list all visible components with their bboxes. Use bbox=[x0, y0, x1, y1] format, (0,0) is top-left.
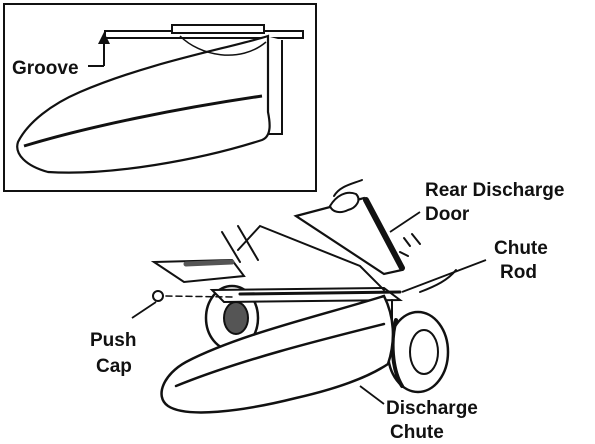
mower-illustration bbox=[150, 179, 457, 414]
mower-hand-arm bbox=[333, 179, 363, 197]
mower-wheel-left-hub bbox=[223, 301, 249, 335]
inset-detail bbox=[3, 3, 317, 192]
inset-chute-body bbox=[16, 34, 271, 174]
rear-discharge-door-label-line2: Door bbox=[425, 204, 470, 225]
push-cap-leader bbox=[131, 301, 157, 319]
mower-chute-lip bbox=[174, 322, 386, 388]
mower-rear-door-edge bbox=[363, 197, 405, 271]
groove-arrow-head bbox=[98, 32, 110, 44]
mower-chute-rod bbox=[238, 290, 402, 296]
chute-rod-leader bbox=[401, 259, 487, 293]
push-cap-part bbox=[152, 290, 164, 302]
rear-discharge-door-label-line1: Rear Discharge bbox=[425, 180, 564, 201]
groove-label: Groove bbox=[12, 58, 79, 79]
mower-hand bbox=[328, 191, 360, 214]
mower-wheel-right-inner bbox=[409, 329, 439, 375]
mower-discharge-chute bbox=[160, 294, 395, 414]
mower-motion-ticks bbox=[399, 233, 421, 257]
leader-lines bbox=[131, 211, 487, 405]
mower-handle-left bbox=[221, 225, 259, 263]
chute-rod-label-line1: Chute bbox=[494, 238, 548, 259]
mower-wheel-right-tread bbox=[390, 318, 404, 388]
push-cap-label-line2: Cap bbox=[96, 356, 132, 377]
push-cap-dashed-line bbox=[165, 295, 233, 298]
rear-door-leader bbox=[389, 211, 421, 233]
chute-rod-label-line2: Rod bbox=[500, 262, 537, 283]
mower-door-arm bbox=[237, 224, 385, 291]
discharge-chute-leader bbox=[359, 385, 385, 405]
inset-chute-edge bbox=[23, 94, 263, 148]
inset-rod-bracket bbox=[171, 24, 265, 34]
inset-chute-fold bbox=[179, 35, 267, 56]
push-cap-label-line1: Push bbox=[90, 330, 136, 351]
mower-handle-grip bbox=[183, 259, 235, 267]
discharge-chute-label-line2: Chute bbox=[390, 422, 444, 443]
discharge-chute-label-line1: Discharge bbox=[386, 398, 478, 419]
